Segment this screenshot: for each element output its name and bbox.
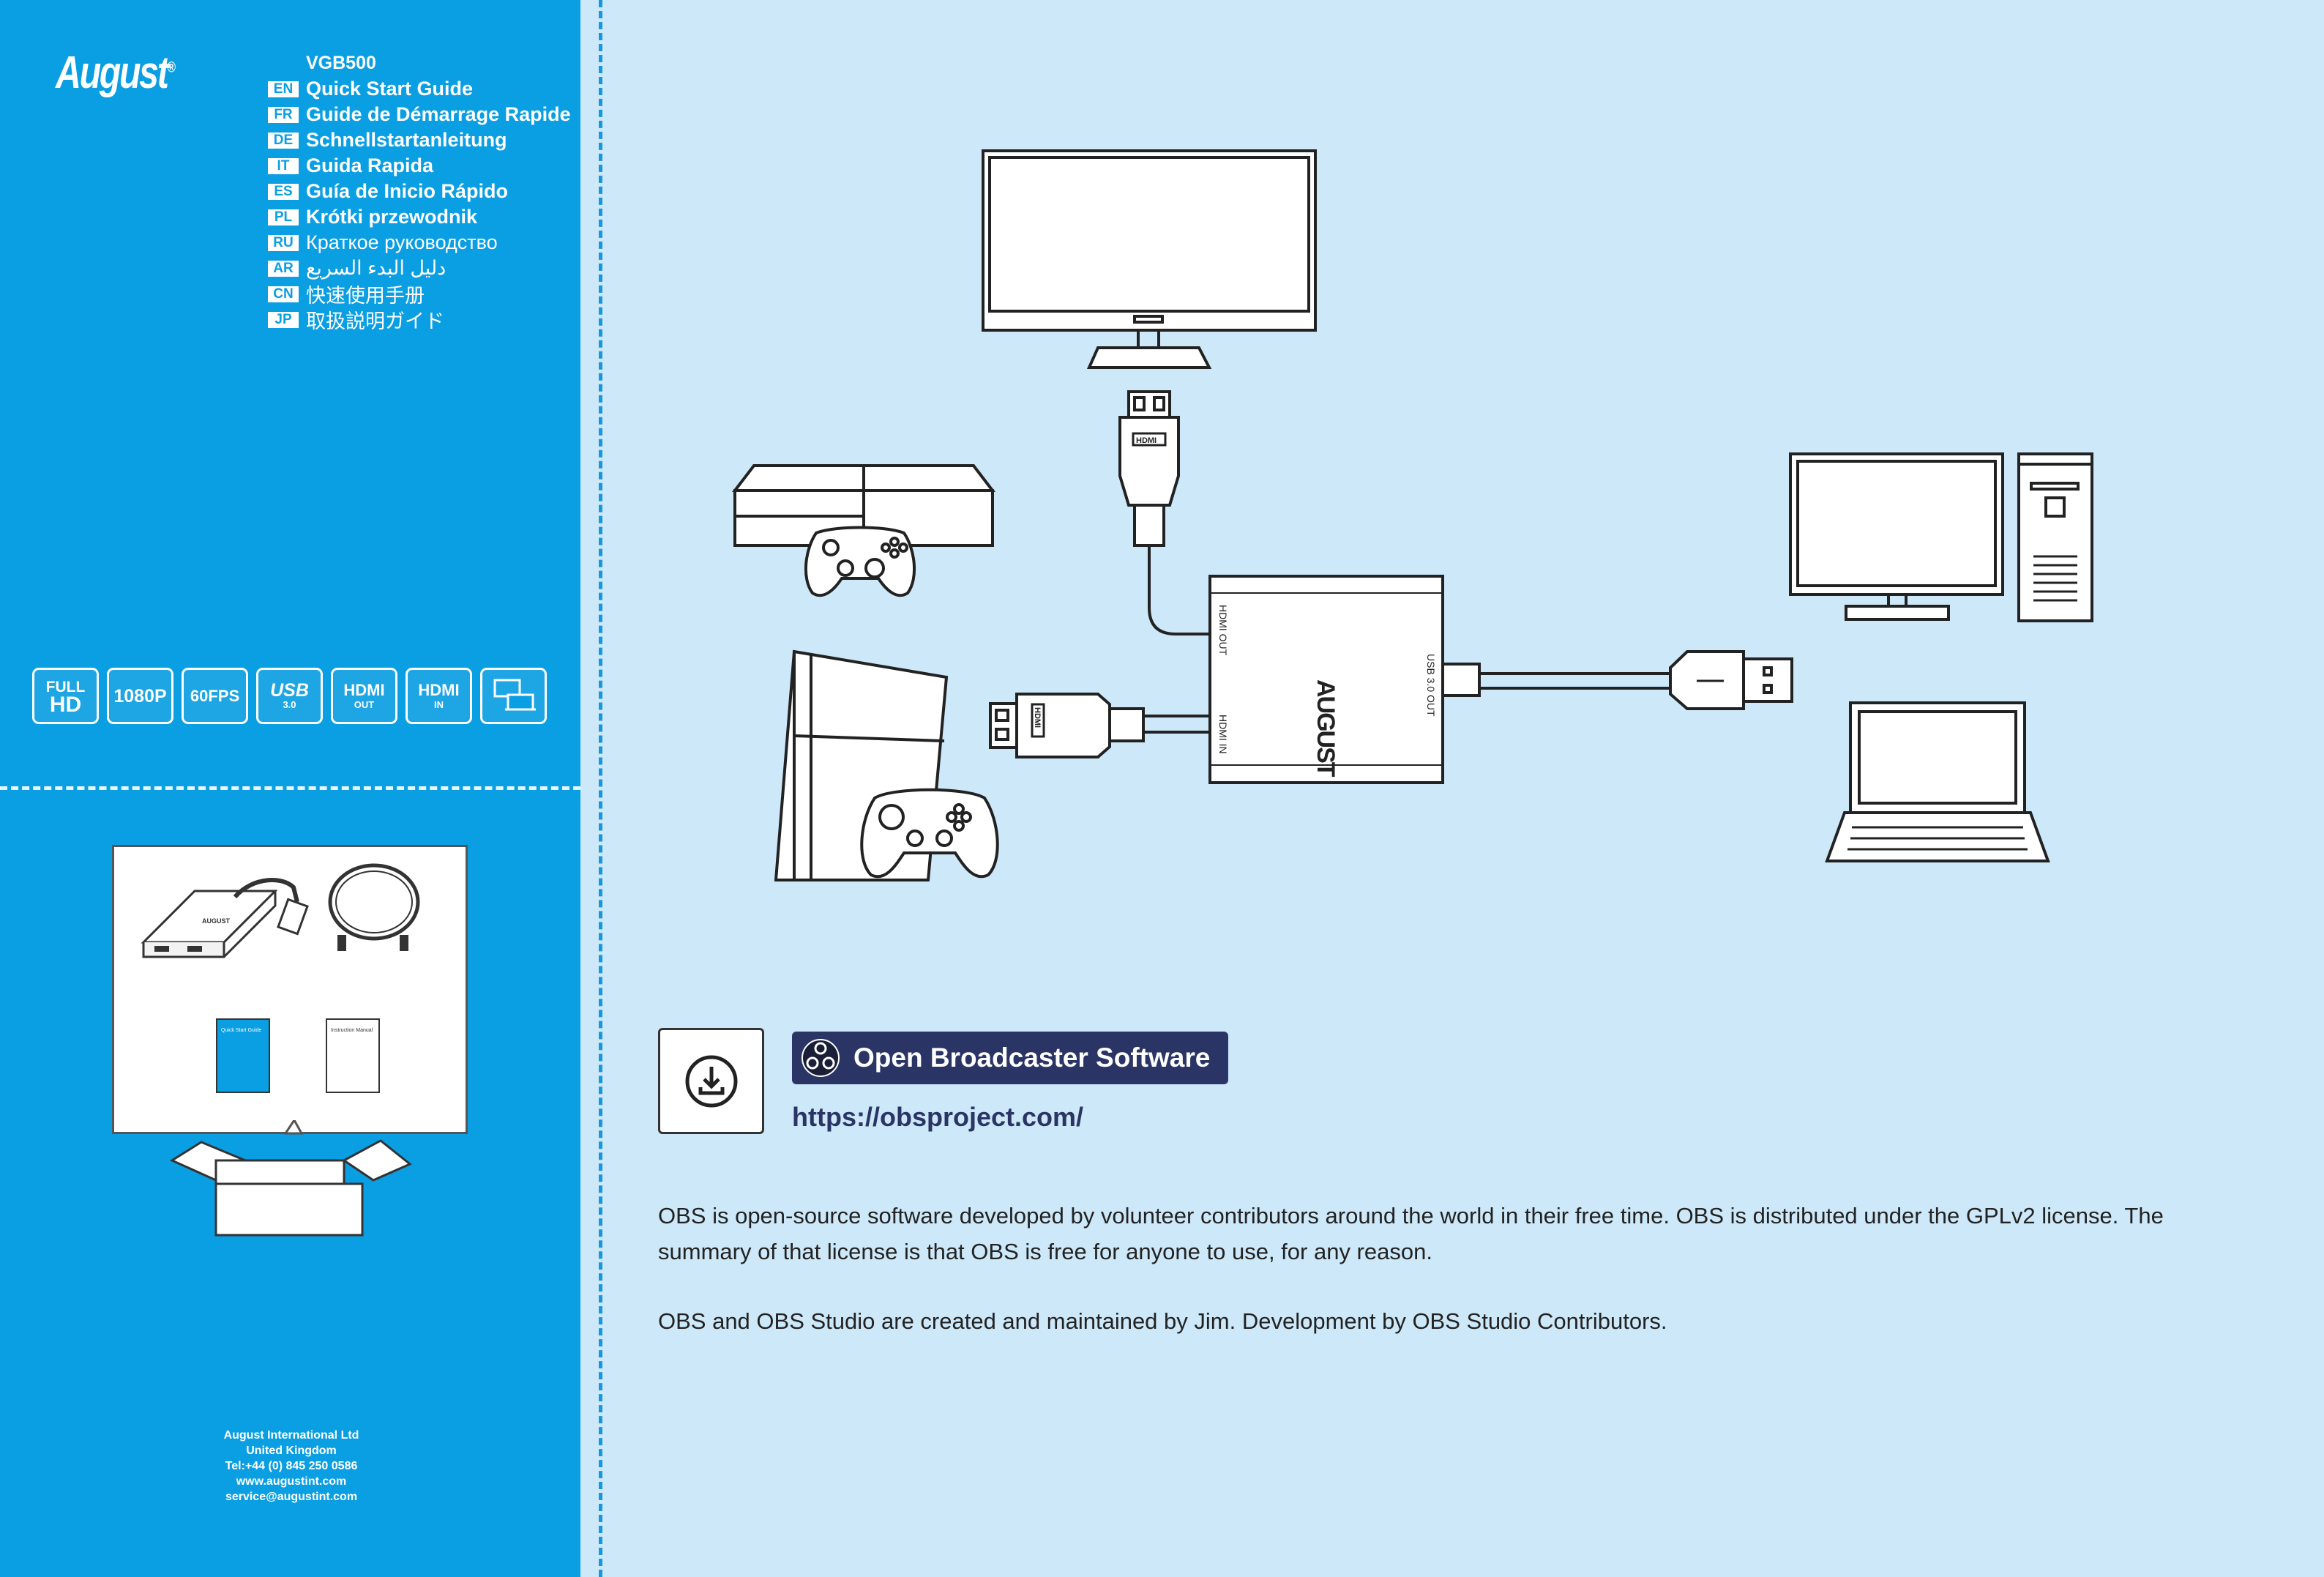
game-controller-2 <box>860 788 999 879</box>
download-icon <box>685 1055 737 1107</box>
usb-plug <box>1669 650 1793 710</box>
badge-text: 3.0 <box>283 698 296 710</box>
hdmi-cable-image <box>328 863 420 951</box>
guide-title: Краткое руководство <box>306 231 498 253</box>
lang-code: IT <box>268 157 299 174</box>
package-contents-panel: AUGUST Quick Start Guide Instruction Man… <box>112 845 468 1134</box>
usb-out-label: USB 3.0 OUT <box>1425 654 1437 717</box>
guide-row-ar: AR دليل البدء السريع <box>268 256 571 281</box>
badge-text: HD <box>49 692 82 717</box>
guide-row-ru: RU Краткое руководство <box>268 230 571 256</box>
tv-monitor-image <box>982 149 1317 369</box>
guide-title: 快速使用手册 <box>306 285 425 307</box>
badge-text: 60FPS <box>190 686 240 705</box>
obs-logo-icon <box>802 1039 840 1077</box>
badge-text: HDMI <box>343 680 385 699</box>
guide-title: Guide de Démarrage Rapide <box>306 103 571 125</box>
guide-row-es: ES Guía de Inicio Rápido <box>268 179 571 204</box>
device-brand-small: AUGUST <box>202 917 231 925</box>
guide-row-de: DE Schnellstartanleitung <box>268 127 571 153</box>
company-website[interactable]: www.augustint.com <box>236 1475 347 1488</box>
download-button[interactable] <box>658 1028 764 1134</box>
lang-code: EN <box>268 81 299 97</box>
company-name: August International Ltd <box>223 1429 359 1442</box>
badge-text: 1080P <box>113 685 167 707</box>
company-country: United Kingdom <box>246 1444 337 1457</box>
lang-code: DE <box>268 132 299 149</box>
lang-code: CN <box>268 286 299 302</box>
badge-text: IN <box>434 698 444 710</box>
usb-port <box>1441 663 1481 697</box>
guide-title: Schnellstartanleitung <box>306 129 507 151</box>
package-contents-illustration: AUGUST Quick Start Guide Instruction Man… <box>141 863 420 1093</box>
lang-code: FR <box>268 106 299 123</box>
hdmi-plug-top <box>1118 390 1180 547</box>
guide-title: 取扱説明ガイド <box>306 310 444 332</box>
instruction-manual-booklet: Instruction Manual <box>326 1018 380 1093</box>
hdmi-plug-label: HDMI <box>1136 436 1157 445</box>
company-email[interactable]: service@augustint.com <box>225 1491 358 1503</box>
hdmi-plug-label: HDMI <box>1033 707 1042 728</box>
fold-line-horizontal <box>0 786 580 790</box>
badge-text: USB <box>270 679 309 701</box>
monitor-laptop-icon <box>493 679 536 710</box>
hdmi-cable-top <box>1148 545 1211 635</box>
quick-start-booklet: Quick Start Guide <box>216 1018 270 1093</box>
contact-info: August International Ltd United Kingdom … <box>171 1428 412 1505</box>
booklet-title: Instruction Manual <box>331 1028 373 1033</box>
device-brand-logo: AUGUST <box>1312 679 1340 778</box>
badge-text: HDMI <box>418 680 460 699</box>
hdmi-plug-left <box>989 693 1145 758</box>
language-guide-list: EN Quick Start Guide FR Guide de Démarrage… <box>268 76 571 332</box>
lang-code: ES <box>268 183 299 200</box>
guide-title: Guida Rapida <box>306 154 434 176</box>
lang-code: RU <box>268 234 299 251</box>
lang-code: PL <box>268 209 299 225</box>
obs-description: OBS is open-source software developed by… <box>658 1203 2164 1264</box>
guide-row-jp: JP 取扱説明ガイド <box>268 307 571 332</box>
guide-row-pl: PL Krótki przewodnik <box>268 204 571 230</box>
guide-title: Quick Start Guide <box>306 78 474 100</box>
model-number: VGB500 <box>306 53 376 73</box>
capture-card-device <box>1208 575 1444 784</box>
hdmi-out-label: HDMI OUT <box>1217 605 1229 656</box>
guide-row-en: EN Quick Start Guide <box>268 76 571 102</box>
guide-row-it: IT Guida Rapida <box>268 153 571 179</box>
lang-code: JP <box>268 311 299 328</box>
desktop-computer-image <box>1789 452 2093 622</box>
guide-title: Guía de Inicio Rápido <box>306 180 509 202</box>
obs-title: Open Broadcaster Software <box>853 1043 1211 1073</box>
screen-mirror-badge <box>480 668 547 724</box>
badge-text: FULL <box>45 678 86 696</box>
laptop-image <box>1825 701 2050 862</box>
guide-row-fr: FR Guide de Démarrage Rapide <box>268 102 571 127</box>
obs-url-link[interactable]: https://obsproject.com/ <box>792 1102 1084 1132</box>
brand-logo: August® <box>56 48 176 98</box>
booklet-title: Quick Start Guide <box>221 1028 261 1033</box>
lang-code: AR <box>268 260 299 277</box>
obs-banner: Open Broadcaster Software <box>792 1032 1228 1084</box>
guide-title: Krótki przewodnik <box>306 206 478 228</box>
1080p-badge: 1080P <box>107 668 173 724</box>
guide-row-cn: CN 快速使用手册 <box>268 281 571 307</box>
connection-diagram: AUGUST HDMI OUT HDMI IN USB 3.0 OUT HDMI… <box>731 149 2093 881</box>
obs-credits: OBS and OBS Studio are created and maint… <box>658 1308 1667 1334</box>
badge-text: OUT <box>354 698 375 710</box>
hdmi-in-label: HDMI IN <box>1217 715 1229 754</box>
fold-line-vertical <box>599 0 602 1577</box>
open-box-icon <box>169 1120 412 1237</box>
capture-device-image: AUGUST <box>141 878 309 958</box>
guide-title: دليل البدء السريع <box>306 257 447 279</box>
game-controller-1 <box>804 526 916 597</box>
company-phone: Tel:+44 (0) 845 250 0586 <box>225 1460 358 1472</box>
60fps-badge: 60FPS <box>182 668 248 724</box>
